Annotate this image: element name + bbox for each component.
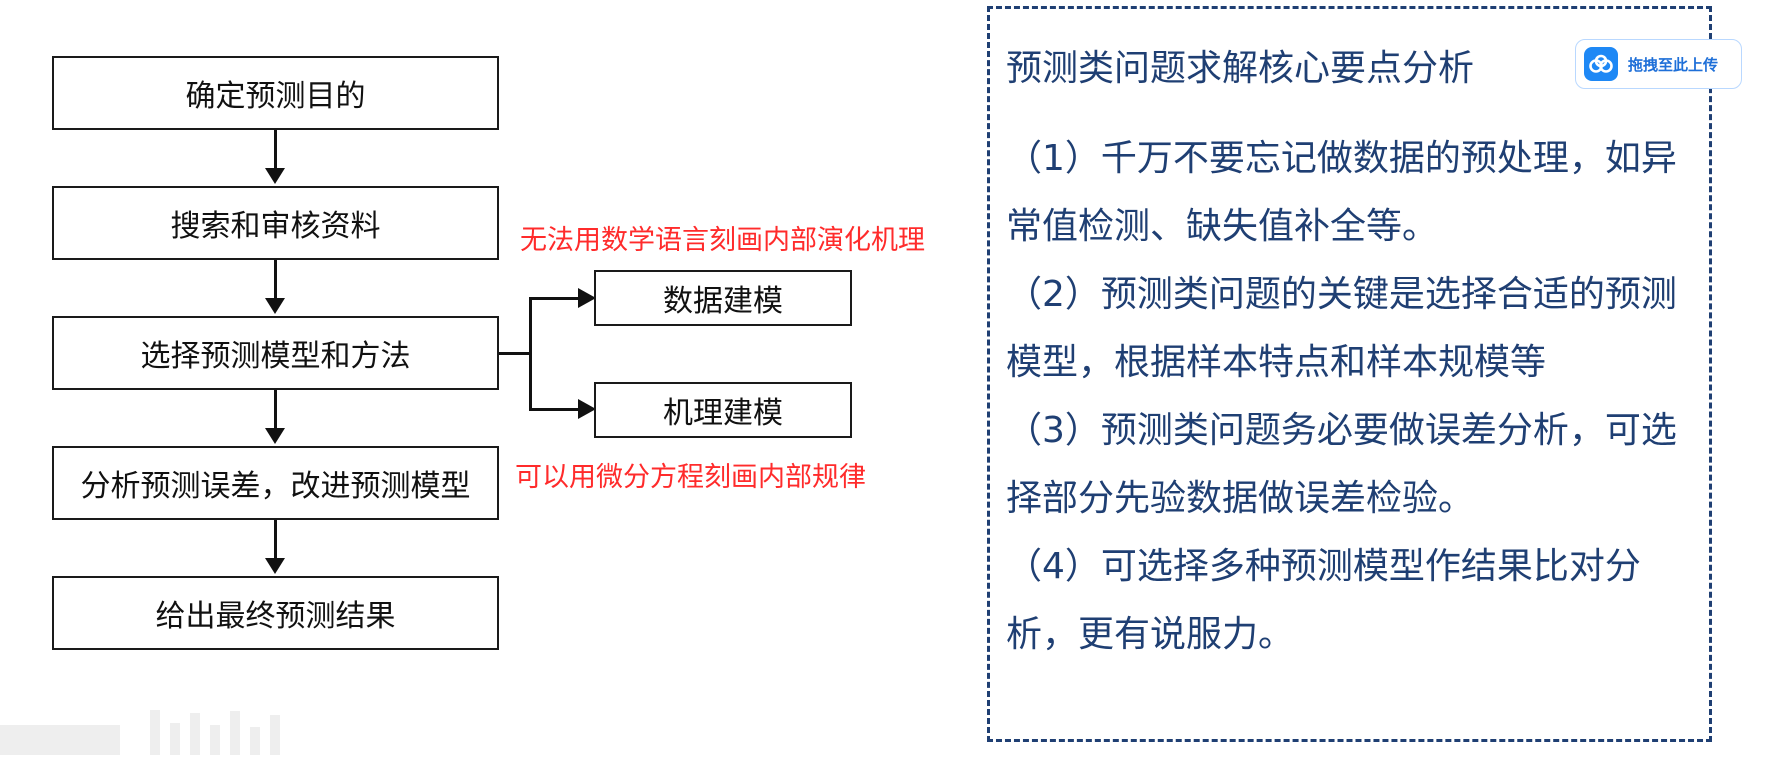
arrow-down-icon [265,428,285,444]
upload-button[interactable]: 拖拽至此上传 [1575,39,1742,89]
branch-label: 数据建模 [663,284,783,319]
key-points-panel: 预测类问题求解核心要点分析 拖拽至此上传 （1）千万不要忘记做数据的预处理，如异… [987,6,1742,742]
connector [274,260,277,300]
step-label: 搜索和审核资料 [170,209,381,244]
key-point-3: （3）预测类问题务必要做误差分析，可选择部分先验数据做误差检验。 [1006,410,1677,519]
step-search-review-data: 搜索和审核资料 [52,186,499,260]
note-data-modeling: 无法用数学语言刻画内部演化机理 [520,225,925,256]
step-choose-model: 选择预测模型和方法 [52,316,499,390]
branch-data-modeling: 数据建模 [594,270,852,326]
branch-connector [499,352,531,355]
branch-connector [529,297,583,300]
step-label: 确定预测目的 [185,79,366,114]
cloud-upload-icon [1584,47,1618,81]
connector [274,390,277,430]
upload-label: 拖拽至此上传 [1628,55,1719,74]
connector [274,520,277,560]
step-label: 分析预测误差，改进预测模型 [80,469,471,504]
key-point-4: （4）可选择多种预测模型作结果比对分析，更有说服力。 [1006,546,1641,655]
arrow-right-icon [578,399,596,419]
note-mechanism-modeling: 可以用微分方程刻画内部规律 [515,462,866,493]
arrow-down-icon [265,558,285,574]
arrow-right-icon [578,288,596,308]
key-point-2: （2）预测类问题的关键是选择合适的预测模型，根据样本特点和样本规模等 [1006,274,1677,383]
step-analyze-error: 分析预测误差，改进预测模型 [52,446,499,520]
branch-mechanism-modeling: 机理建模 [594,382,852,438]
arrow-down-icon [265,298,285,314]
arrow-down-icon [265,168,285,184]
key-point-1: （1）千万不要忘记做数据的预处理，如异常值检测、缺失值补全等。 [1006,138,1677,247]
panel-title: 预测类问题求解核心要点分析 [1006,48,1475,89]
branch-connector [529,408,583,411]
branch-label: 机理建模 [663,396,783,431]
connector [274,130,277,170]
branch-connector [529,297,532,410]
watermark-logo [0,705,300,760]
step-label: 选择预测模型和方法 [140,339,411,374]
step-final-result: 给出最终预测结果 [52,576,499,650]
step-define-goal: 确定预测目的 [52,56,499,130]
step-label: 给出最终预测结果 [155,599,396,634]
